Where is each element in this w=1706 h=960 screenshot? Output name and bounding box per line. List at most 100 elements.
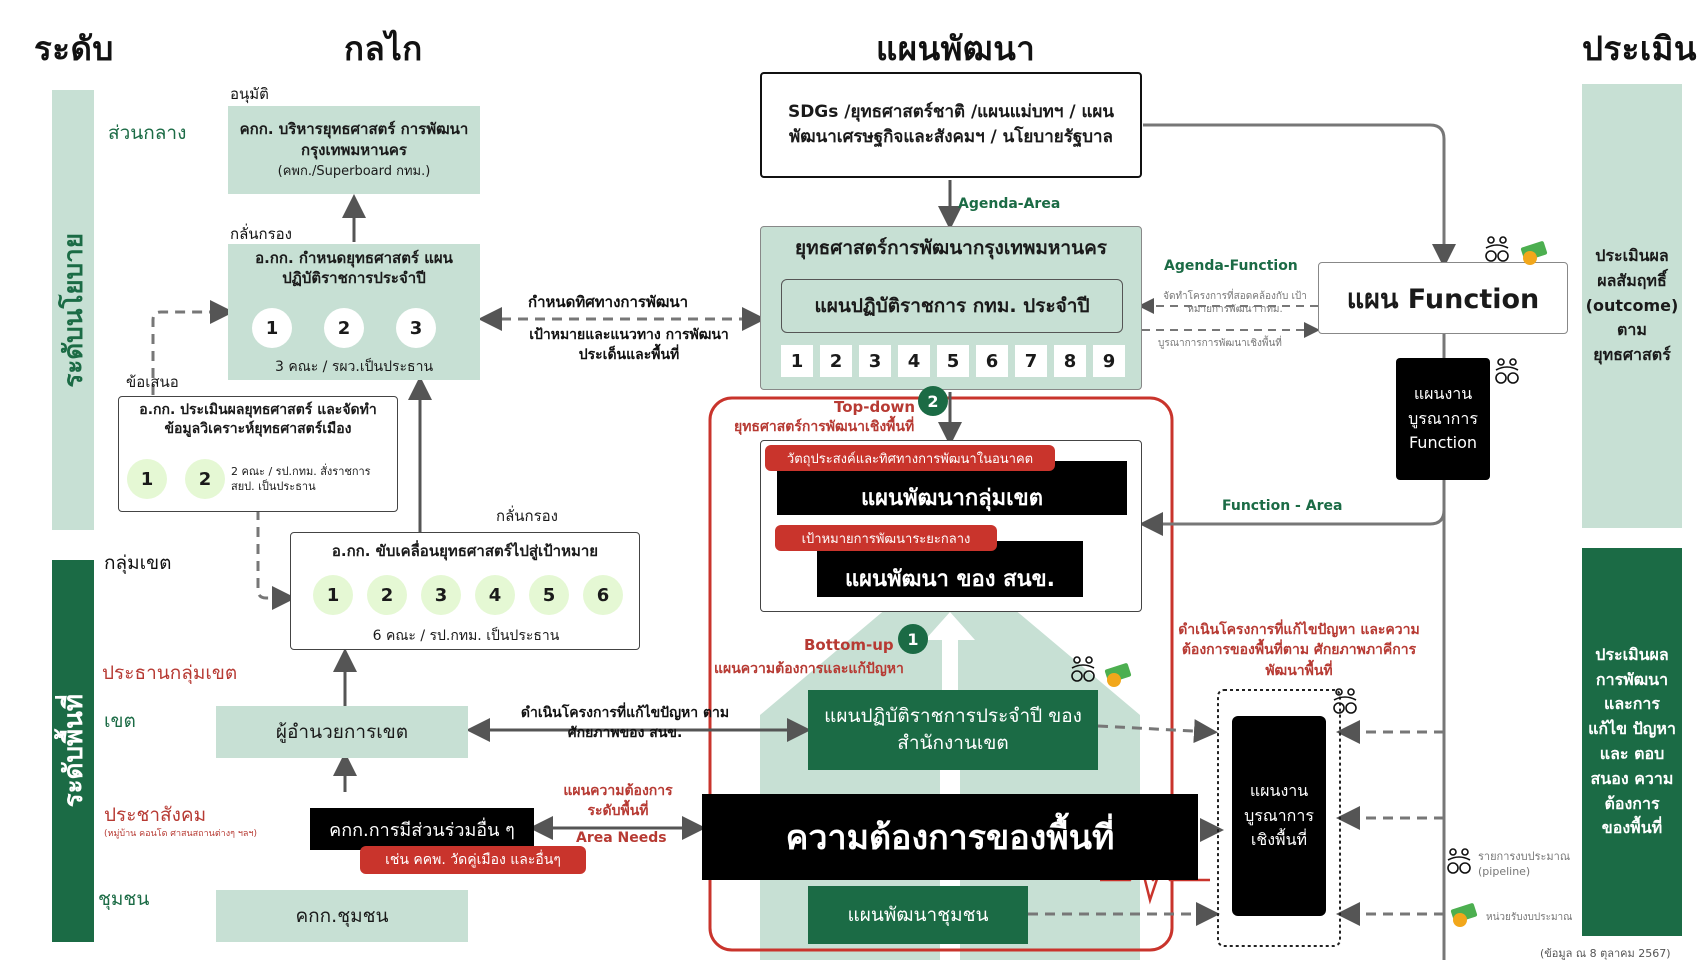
area-needs-box: ความต้องการของพื้นที่ xyxy=(702,794,1198,880)
board-box: คกก. บริหารยุทธศาสตร์ การพัฒนากรุงเทพมหา… xyxy=(228,106,480,194)
annual-item-2: 2 xyxy=(820,345,852,377)
board-title: คกก. บริหารยุทธศาสตร์ การพัฒนากรุงเทพมหา… xyxy=(239,120,469,159)
annual-item-5: 5 xyxy=(937,345,969,377)
drive-item-2: 2 xyxy=(367,575,407,615)
district-annual-plan-box: แผนปฏิบัติราชการประจำปี ของสำนักงานเขต xyxy=(808,690,1098,770)
topdown-label: Top-down xyxy=(834,398,916,416)
bottomup-sublabel: แผนความต้องการและแก้ปัญหา xyxy=(714,661,904,677)
bkk-strategy-title: ยุทธศาสตร์การพัฒนากรุงเทพมหานคร xyxy=(795,237,1107,259)
level-community: ชุมชน xyxy=(98,888,150,910)
bkk-strategy-box: ยุทธศาสตร์การพัฒนากรุงเทพมหานคร แผนปฏิบั… xyxy=(760,226,1142,390)
footnote: (ข้อมูล ณ 8 ตุลาคม 2567) xyxy=(1540,947,1671,960)
screen-label-top: กลั่นกรอง xyxy=(230,225,292,243)
participation-committee-box: คกก.การมีส่วนร่วมอื่น ๆ xyxy=(310,808,534,850)
annual-item-1: 1 xyxy=(781,345,813,377)
objective-pill: วัตถุประสงค์และทิศทางการพัฒนาในอนาคต xyxy=(765,445,1055,471)
level-civil: ประชาสังคม xyxy=(104,804,207,826)
topdown-sublabel: ยุทธศาสตร์การพัฒนาเชิงพื้นที่ xyxy=(734,419,915,435)
heartbeat-line xyxy=(1100,856,1210,905)
drive-committee-title: อ.กก. ขับเคลื่อนยุทธศาสตร์ไปสู่เป้าหมาย xyxy=(331,542,599,560)
implement-solve-label: ดำเนินโครงการที่แก้ไขปัญหา ตามศักยภาพของ… xyxy=(520,705,730,741)
outcome-eval-box: ประเมินผล ผลสัมฤทธิ์ (outcome) ตาม ยุทธศ… xyxy=(1582,84,1682,528)
implement-area-label: ดำเนินโครงการที่แก้ไขปัญหา และความต้องกา… xyxy=(1178,622,1420,679)
pipeline-note: รายการงบประมาณ (pipeline) xyxy=(1478,850,1571,878)
area-needs-en: Area Needs xyxy=(576,830,667,846)
people-budget-icon xyxy=(1485,236,1509,262)
approve-label: อนุมัติ xyxy=(230,85,269,103)
people-budget-icon xyxy=(1495,358,1519,384)
integrate-note: บูรณาการการพัฒนาเชิงพื้นที่ xyxy=(1158,338,1282,349)
annual-item-6: 6 xyxy=(976,345,1008,377)
bottomup-badge: 1 xyxy=(898,624,928,654)
header-plan: แผนพัฒนา xyxy=(876,29,1036,68)
agenda-function-label: Agenda-Function xyxy=(1164,258,1298,274)
budget-unit-note: หน่วยรับงบประมาณ xyxy=(1486,912,1573,923)
development-eval-box: ประเมินผล การพัฒนา และการ แก้ไข ปัญหาและ… xyxy=(1582,548,1682,936)
function-plan-box: แผน Function xyxy=(1318,262,1568,334)
drive-item-3: 3 xyxy=(421,575,461,615)
midterm-pill: เป้าหมายการพัฒนาระยะกลาง xyxy=(775,525,997,551)
drive-item-1: 1 xyxy=(313,575,353,615)
cash-icon xyxy=(1450,903,1478,927)
district-director-box: ผู้อำนวยการเขต xyxy=(216,706,468,758)
policy-level-label: ระดับนโยบาย xyxy=(58,232,89,388)
people-budget-icon xyxy=(1333,688,1357,714)
budget-area-box: แผนงาน บูรณาการ เชิงพื้นที่ xyxy=(1232,716,1326,916)
level-cluster: กลุ่มเขต xyxy=(104,552,172,574)
align-note: จัดทำโครงการที่สอดคล้องกับ เป้าหมายการพั… xyxy=(1163,291,1307,315)
annual-item-3: 3 xyxy=(859,345,891,377)
strategy-committee-box: อ.กก. กำหนดยุทธศาสตร์ แผนปฏิบัติราชการปร… xyxy=(228,244,480,380)
header-level: ระดับ xyxy=(34,29,114,68)
targets-label: เป้าหมายและแนวทาง การพัฒนาประเด็นและพื้น… xyxy=(529,327,729,363)
drive-item-6: 6 xyxy=(583,575,623,615)
people-budget-icon xyxy=(1447,848,1471,874)
level-district: เขต xyxy=(104,710,136,732)
cash-icon xyxy=(1104,663,1132,687)
function-area-label: Function - Area xyxy=(1222,498,1343,514)
people-budget-icon xyxy=(1071,656,1095,682)
screen-label-mid: กลั่นกรอง xyxy=(496,507,558,525)
eval-committee-box: อ.กก. ประเมินผลยุทธศาสตร์ และจัดทำข้อมูล… xyxy=(118,396,398,512)
policy-level-bar: ระดับนโยบาย xyxy=(52,90,94,530)
agenda-area-label: Agenda-Area xyxy=(958,196,1061,212)
annual-item-9: 9 xyxy=(1093,345,1125,377)
strategy-item-1: 1 xyxy=(252,308,292,348)
community-committee-box: คกก.ชุมชน xyxy=(216,890,468,942)
board-subtitle: (คพก./Superboard กทม.) xyxy=(277,163,431,179)
level-civil-sub: (หมู่บ้าน คอนโด ศาสนสถานต่างๆ ฯลฯ) xyxy=(104,829,257,839)
drive-item-4: 4 xyxy=(475,575,515,615)
cash-icon xyxy=(1520,241,1548,265)
drive-committee-note: 6 คณะ / รป.กทม. เป็นประธาน xyxy=(372,628,560,644)
participation-example-pill: เช่น คคพ. วัดคู่เมือง และอื่นๆ xyxy=(360,846,586,874)
area-level-bar: ระดับพื้นที่ xyxy=(52,560,94,942)
level-central: ส่วนกลาง xyxy=(108,122,187,144)
topdown-badge: 2 xyxy=(918,386,948,416)
strategy-item-3: 3 xyxy=(396,308,436,348)
budget-area-frame xyxy=(1217,689,1341,947)
strategy-committee-title: อ.กก. กำหนดยุทธศาสตร์ แผนปฏิบัติราชการปร… xyxy=(255,249,453,288)
annual-plan-box: แผนปฏิบัติราชการ กทม. ประจำปี xyxy=(781,279,1123,333)
header-mechanism: กลไก xyxy=(344,29,423,68)
community-plan-box: แผนพัฒนาชุมชน xyxy=(808,886,1028,944)
bottomup-label: Bottom-up xyxy=(804,636,894,654)
eval-committee-note: 2 คณะ / รป.กทม. สั่งราชการ สยป. เป็นประธ… xyxy=(231,465,371,493)
area-needs-label: แผนความต้องการ ระดับพื้นที่ xyxy=(563,783,673,819)
drive-item-5: 5 xyxy=(529,575,569,615)
strategy-item-2: 2 xyxy=(324,308,364,348)
cluster-plan-frame: แผนพัฒนากลุ่มเขต วัตถุประสงค์และทิศทางกา… xyxy=(760,440,1142,612)
national-framework-box: SDGs /ยุทธศาสตร์ชาติ /แผนแม่บทฯ / แผนพัฒ… xyxy=(760,72,1142,178)
annual-item-7: 7 xyxy=(1015,345,1047,377)
strategy-committee-note: 3 คณะ / รผว.เป็นประธาน xyxy=(274,359,434,375)
header-evaluation: ประเมิน xyxy=(1582,29,1697,68)
propose-label: ข้อเสนอ xyxy=(126,373,179,391)
direction-label: กำหนดทิศทางการพัฒนา xyxy=(528,293,689,311)
annual-item-4: 4 xyxy=(898,345,930,377)
eval-committee-title: อ.กก. ประเมินผลยุทธศาสตร์ และจัดทำข้อมูล… xyxy=(139,402,377,437)
drive-committee-box: อ.กก. ขับเคลื่อนยุทธศาสตร์ไปสู่เป้าหมาย … xyxy=(290,532,640,650)
eval-item-1: 1 xyxy=(127,459,167,499)
area-level-label: ระดับพื้นที่ xyxy=(58,694,89,808)
annual-item-8: 8 xyxy=(1054,345,1086,377)
eval-item-2: 2 xyxy=(185,459,225,499)
level-cluster-head: ประธานกลุ่มเขต xyxy=(102,662,238,684)
